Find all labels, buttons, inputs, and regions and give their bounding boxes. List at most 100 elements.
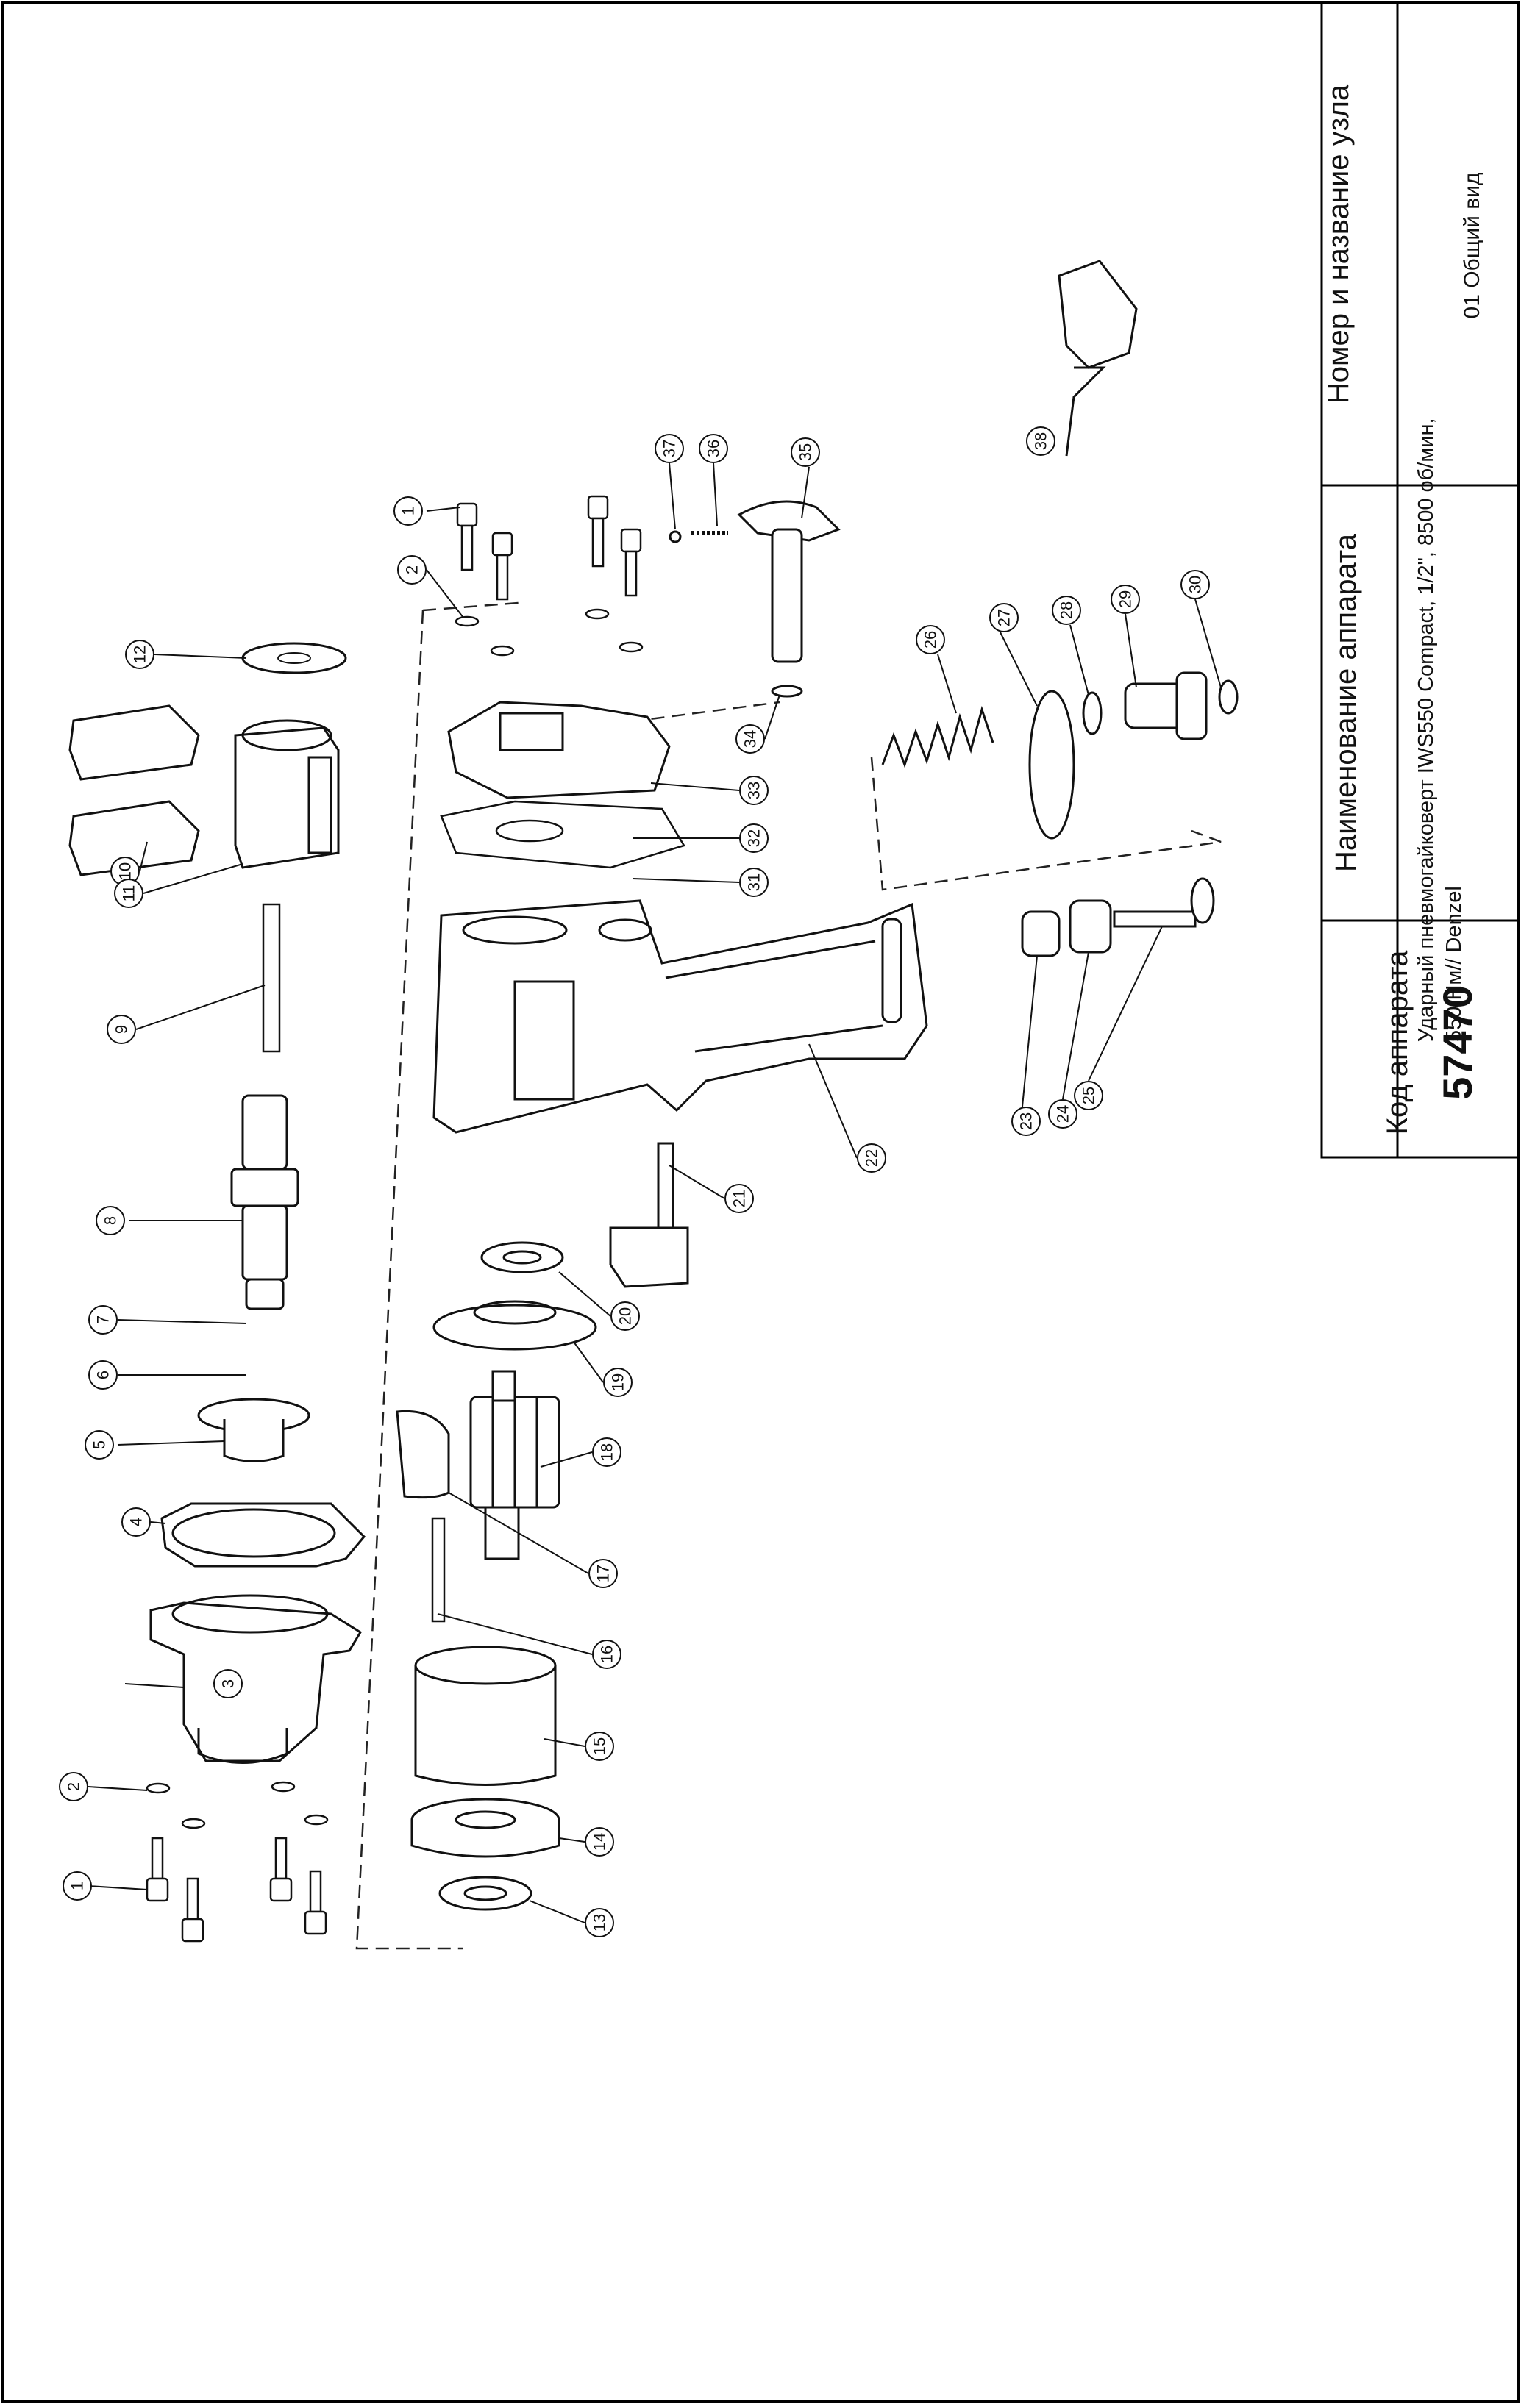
callout-25: 25: [1074, 1081, 1103, 1110]
callout-number: 28: [1058, 601, 1076, 619]
callout-number: 19: [609, 1373, 627, 1391]
callout-number: 21: [730, 1190, 749, 1207]
callout-circle: [739, 868, 769, 897]
callout-19: 19: [603, 1368, 633, 1397]
callout-number: 26: [922, 631, 940, 649]
callout-number: 20: [616, 1307, 635, 1325]
callout-circle: [724, 1184, 754, 1213]
valve-stem-parts: [1021, 877, 1215, 957]
callout-circle: [88, 1305, 118, 1335]
front-end-plate: [432, 1300, 597, 1351]
callout-circle: [1026, 426, 1055, 456]
callout-number: 1: [68, 1882, 87, 1890]
callout-circle: [739, 776, 769, 805]
callout-circle: [791, 437, 820, 467]
device-name: Ударный пневмогайковерт IWS550 Compact, …: [1414, 418, 1466, 1042]
callout-number: 8: [101, 1216, 120, 1225]
callout-1: 1: [63, 1871, 92, 1901]
air-fitting: [1058, 260, 1138, 457]
bushing: [197, 1398, 310, 1462]
callout-number: 23: [1017, 1112, 1036, 1130]
callout-4: 4: [121, 1507, 151, 1537]
gasket-plate: [440, 800, 685, 869]
callout-number: 11: [120, 885, 138, 902]
blade: [396, 1410, 450, 1499]
callout-circle: [85, 1430, 114, 1460]
callout-number: 2: [403, 565, 421, 574]
callout-38: 38: [1026, 426, 1055, 456]
callout-number: 29: [1116, 590, 1135, 608]
callout-number: 27: [995, 609, 1014, 626]
callout-8: 8: [96, 1206, 125, 1235]
callout-number: 33: [745, 782, 763, 799]
callout-circle: [125, 640, 154, 669]
callout-circle: [588, 1559, 618, 1588]
callout-number: 31: [745, 873, 763, 891]
callout-22: 22: [857, 1143, 886, 1173]
callout-number: 5: [90, 1440, 109, 1449]
callout-circle: [585, 1732, 614, 1761]
callout-number: 6: [94, 1371, 113, 1379]
callout-number: 32: [745, 829, 763, 847]
cylinder: [414, 1646, 557, 1786]
callout-circle: [916, 625, 945, 654]
throttle-lever: [609, 1142, 689, 1288]
callout-number: 17: [594, 1565, 613, 1582]
pin: [262, 903, 281, 1053]
callout-circle: [121, 1507, 151, 1537]
callout-35: 35: [791, 437, 820, 467]
air-inlet-assembly: [881, 671, 1239, 840]
callout-circle: [610, 1301, 640, 1331]
callout-circle: [585, 1908, 614, 1937]
header-name: Наименование аппарата: [1330, 534, 1362, 872]
callout-circle: [1011, 1107, 1041, 1136]
callout-circle: [397, 555, 427, 585]
callout-18: 18: [592, 1437, 621, 1467]
callout-number: 38: [1032, 432, 1050, 450]
callout-number: 22: [863, 1149, 881, 1167]
callout-number: 18: [598, 1443, 616, 1461]
callout-11: 11: [114, 879, 143, 908]
rear-end-plate: [410, 1798, 560, 1858]
callout-17: 17: [588, 1559, 618, 1588]
header-node: Номер и название узла: [1322, 84, 1355, 404]
callout-number: 2: [65, 1782, 83, 1791]
callout-2: 2: [397, 555, 427, 585]
hammer-cage: [234, 719, 340, 869]
callout-circle: [603, 1368, 633, 1397]
callout-circle: [1074, 1081, 1103, 1110]
hammer-gasket: [160, 1502, 366, 1568]
callout-circle: [739, 823, 769, 853]
callout-circle: [735, 724, 765, 754]
callout-16: 16: [592, 1640, 621, 1669]
callout-20: 20: [610, 1301, 640, 1331]
callout-number: 1: [399, 507, 418, 515]
callout-32: 32: [739, 823, 769, 853]
callout-number: 13: [591, 1914, 609, 1932]
callout-33: 33: [739, 776, 769, 805]
callout-12: 12: [125, 640, 154, 669]
callout-number: 34: [741, 730, 760, 748]
callout-number: 9: [113, 1025, 131, 1034]
callout-circle: [63, 1871, 92, 1901]
callout-circle: [107, 1015, 136, 1044]
callout-circle: [88, 1360, 118, 1390]
callout-number: 30: [1186, 576, 1205, 593]
callout-37: 37: [655, 434, 684, 463]
callout-number: 14: [591, 1833, 609, 1851]
callout-circle: [393, 496, 423, 526]
callout-circle: [857, 1143, 886, 1173]
front-bearing: [480, 1241, 564, 1273]
callout-circle: [989, 603, 1019, 632]
callout-34: 34: [735, 724, 765, 754]
leader-lines: [88, 462, 1222, 1923]
screws-lower: [146, 1781, 329, 1943]
callout-14: 14: [585, 1827, 614, 1857]
callout-9: 9: [107, 1015, 136, 1044]
callout-29: 29: [1111, 585, 1140, 614]
rotor: [469, 1370, 560, 1560]
callout-circle: [1180, 570, 1210, 599]
